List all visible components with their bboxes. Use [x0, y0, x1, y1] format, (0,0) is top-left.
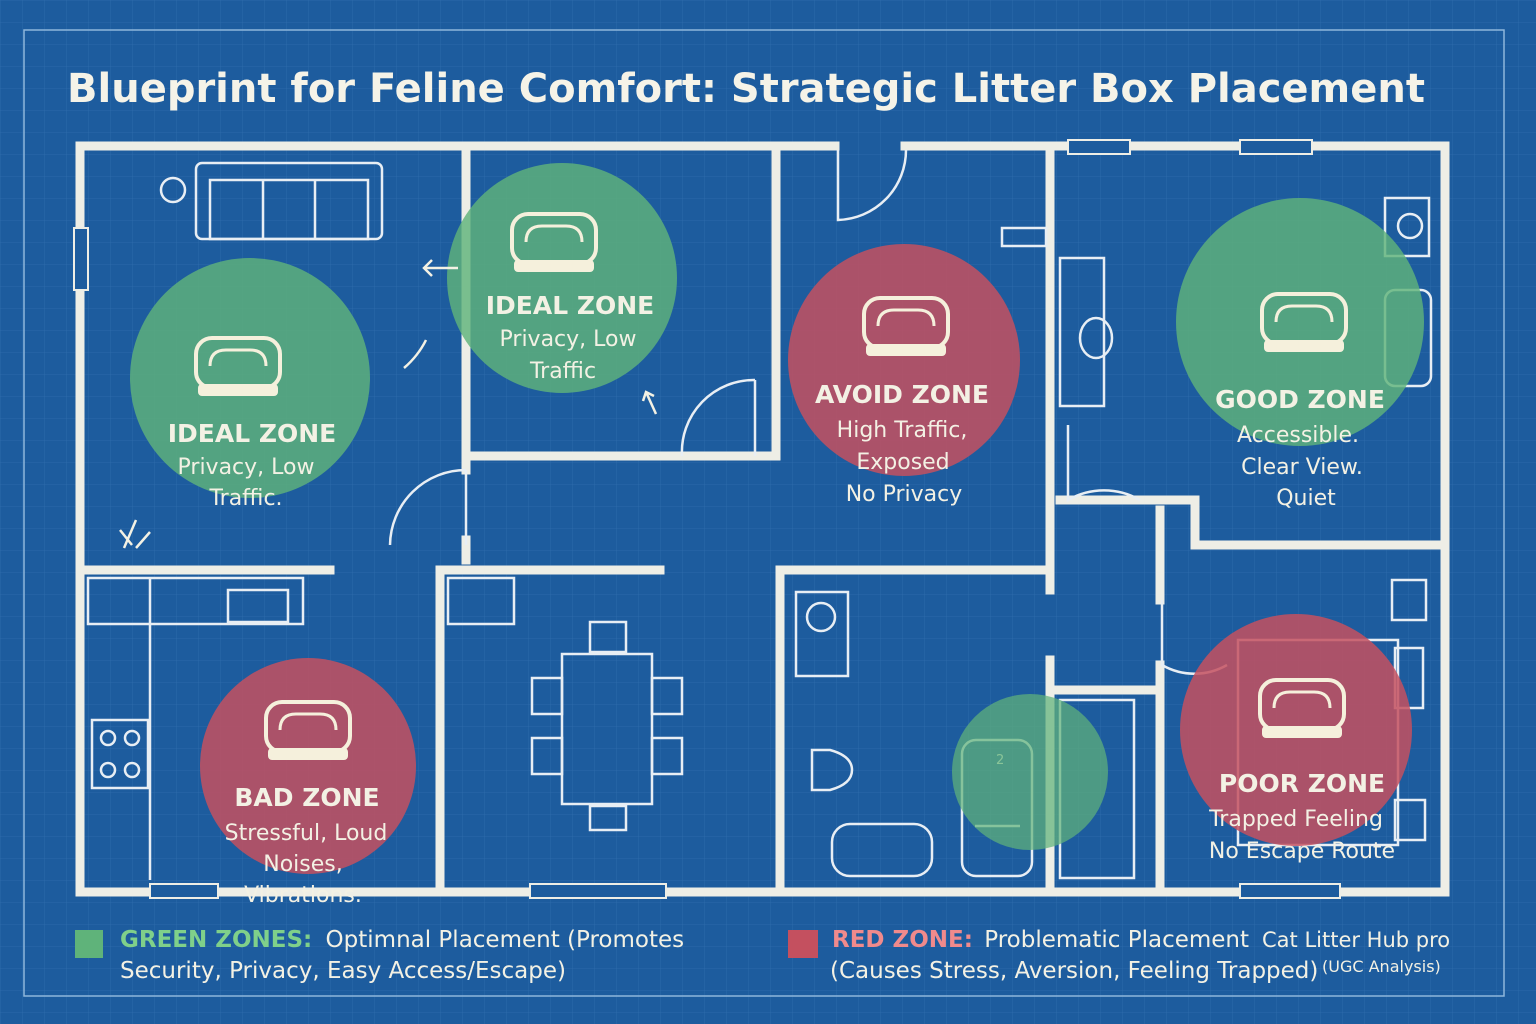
zone-desc-line: No Escape Route — [1209, 839, 1395, 864]
zone-heading: GOOD ZONE — [1215, 385, 1385, 414]
zone-good-bedroom: GOOD ZONE Accessible. Clear View. Quiet — [1176, 198, 1424, 511]
zone-desc-line: Privacy, Low — [500, 327, 637, 352]
zone-desc-line: Noises, — [263, 852, 342, 877]
zone-desc-line: Quiet — [1276, 486, 1336, 511]
brand-note: (UGC Analysis) — [1322, 957, 1441, 976]
zone-avoid-hallway-circle — [788, 244, 1020, 476]
zone-desc-line: Clear View. — [1241, 455, 1363, 480]
brand-name: Cat Litter Hub pro — [1262, 928, 1450, 952]
zone-heading: IDEAL ZONE — [486, 291, 655, 320]
legend-green-label: GREEN ZONES: — [120, 927, 312, 953]
zone-desc-line: Traffic — [529, 359, 596, 384]
zone-good-bedroom-circle — [1176, 198, 1424, 446]
legend-green-swatch — [75, 930, 103, 958]
zone-bathroom — [952, 694, 1108, 850]
zone-bad-kitchen: BAD ZONE Stressful, Loud Noises, Vibrati… — [200, 658, 416, 908]
zone-avoid-hallway: AVOID ZONE High Traffic, Exposed No Priv… — [788, 244, 1020, 507]
zone-heading: AVOID ZONE — [815, 380, 989, 409]
zone-ideal-living: IDEAL ZONE Privacy, Low Traffic. — [130, 258, 370, 511]
legend: GREEN ZONES: Optimnal Placement (Promote… — [75, 927, 1450, 984]
zone-desc-line: Trapped Feeling — [1208, 807, 1383, 832]
zone-poor-closet: POOR ZONE Trapped Feeling No Escape Rout… — [1180, 614, 1412, 864]
zone-desc-line: Traffic. — [208, 486, 282, 511]
border-frame — [23, 29, 1505, 997]
zone-desc-line: No Privacy — [846, 482, 963, 507]
zone-ideal-living-circle — [130, 258, 370, 498]
windows — [73, 139, 1341, 899]
zone-desc-line: Stressful, Loud — [225, 821, 388, 846]
legend-red-text-1: Problematic Placement — [984, 927, 1249, 953]
zone-desc-line: Privacy, Low — [178, 455, 315, 480]
legend-red-swatch — [788, 930, 818, 958]
floor-plan-walls — [75, 141, 1450, 897]
zone-desc-line: Accessible. — [1237, 423, 1359, 448]
legend-green-line-2: Security, Privacy, Easy Access/Escape) — [120, 958, 566, 984]
zone-ideal-bedroom: IDEAL ZONE Privacy, Low Traffic — [447, 163, 677, 393]
legend-green-text-1: Optimnal Placement (Promotes — [326, 927, 685, 953]
zone-ideal-bedroom-circle — [447, 163, 677, 393]
zone-desc-line: Exposed — [856, 450, 949, 475]
zone-heading: BAD ZONE — [234, 783, 379, 812]
legend-green-line-1: GREEN ZONES: Optimnal Placement (Promote… — [120, 927, 684, 953]
zone-heading: POOR ZONE — [1219, 769, 1385, 798]
page-title: Blueprint for Feline Comfort: Strategic … — [67, 66, 1425, 112]
zone-bathroom-circle — [952, 694, 1108, 850]
zone-desc-line: Vibrations. — [244, 883, 362, 908]
arrow-marks — [119, 259, 658, 549]
legend-red-line-1: RED ZONE: Problematic Placement — [832, 927, 1249, 953]
zone-bad-kitchen-circle — [200, 658, 416, 874]
zone-desc-line: High Traffic, — [837, 418, 968, 443]
zone-heading: IDEAL ZONE — [168, 419, 337, 448]
legend-red-line-2: (Causes Stress, Aversion, Feeling Trappe… — [830, 958, 1318, 984]
legend-red-label: RED ZONE: — [832, 927, 973, 953]
